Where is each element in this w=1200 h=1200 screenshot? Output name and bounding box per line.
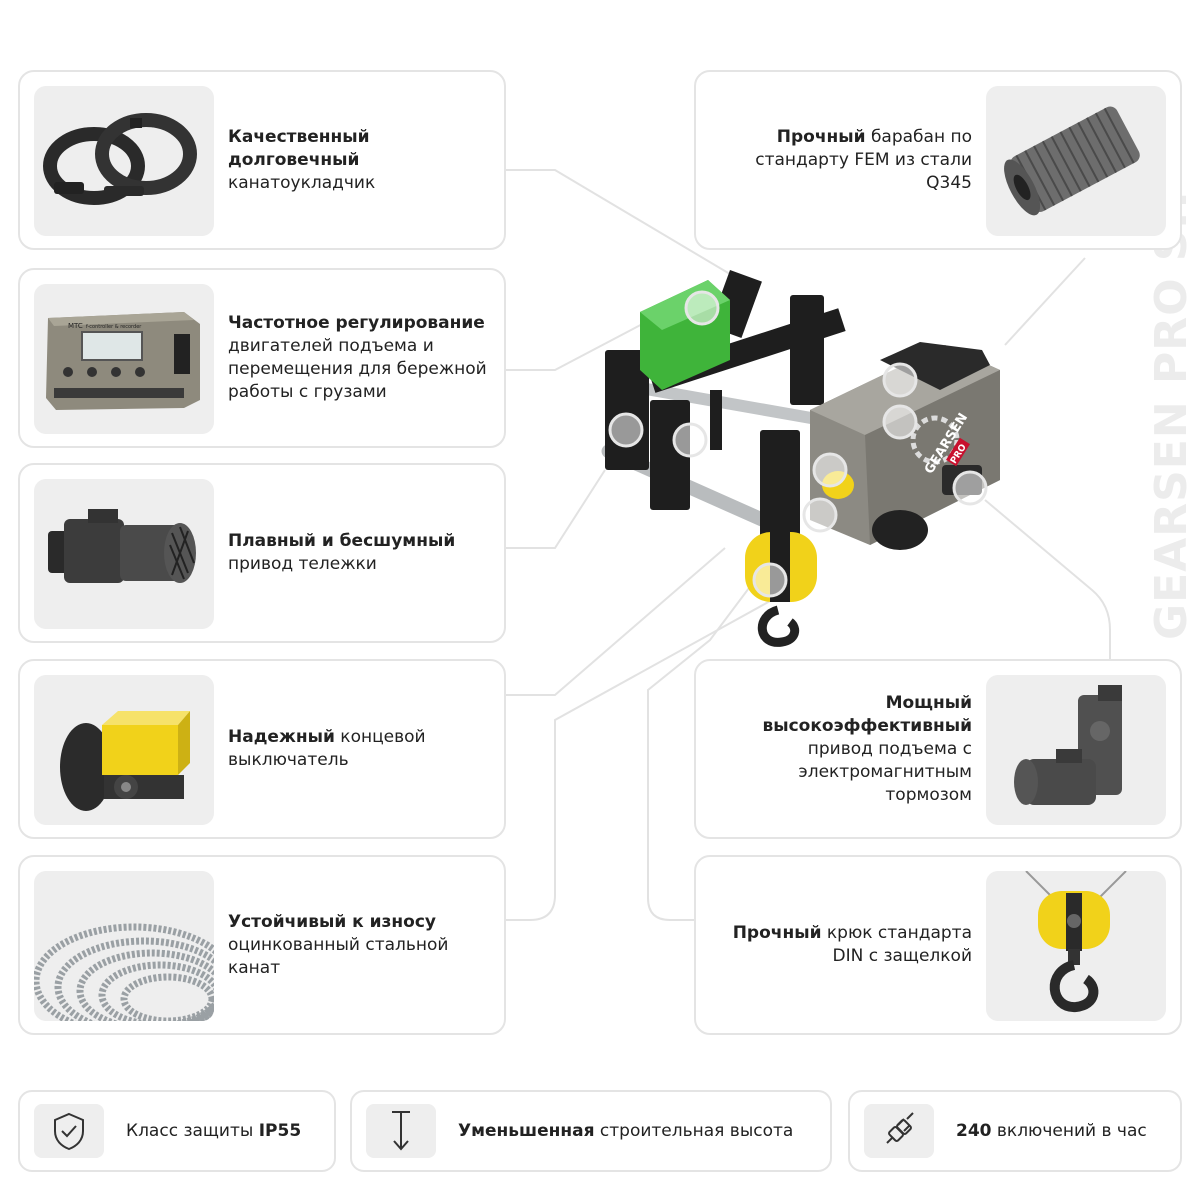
badge-text: Класс защиты IP55 [126,1121,302,1141]
steel-rope-coil-icon [34,871,214,1021]
feature-card-frequency-control: MTC f-controller & recorder Частотное ре… [18,268,506,448]
trolley-frame [605,270,846,560]
arrow-down-height-icon [366,1104,436,1158]
rope-guide-rings-icon [34,86,214,236]
feature-card-limit-switch: Надежный концевой выключатель [18,659,506,839]
shield-check-icon [34,1104,104,1158]
feature-caption: Прочный барабан по стандарту FEM из стал… [755,126,972,193]
feature-card-hook: Прочный крюк стандарта DIN с защелкой [694,855,1182,1035]
highlight-markers [608,290,988,598]
feature-caption: Плавный и бесшумный привод тележки [228,531,456,574]
badge-cycles-per-hour: 240 включений в час [848,1090,1182,1172]
rope-drum-icon [986,86,1166,236]
feature-card-hoist-drive: Мощный высокоэффективный привод подъема … [694,659,1182,839]
badge-height: Уменьшенная строительная высота [350,1090,832,1172]
feature-caption: Качественный долговечный канатоукладчик [228,126,376,193]
feature-card-rope-guide: Качественный долговечный канатоукладчик [18,70,506,250]
feature-card-rope-drum: Прочный барабан по стандарту FEM из стал… [694,70,1182,250]
feature-card-steel-rope: Устойчивый к износу оцинкованный стально… [18,855,506,1035]
feature-caption: Прочный крюк стандарта DIN с защелкой [732,923,972,966]
brand-watermark: GEARSEN PRO SH [1146,190,1197,640]
green-cover [640,280,730,390]
plug-socket-icon [864,1104,934,1158]
hoist-drive-motor-icon [986,675,1166,825]
svg-text:MTC: MTC [68,322,83,330]
badge-text: Уменьшенная строительная высота [458,1121,794,1141]
feature-caption: Устойчивый к износу оцинкованный стально… [228,911,449,978]
svg-text:f-controller & recorder: f-controller & recorder [86,324,142,330]
badge-text: 240 включений в час [956,1121,1147,1141]
feature-caption: Надежный концевой выключатель [228,727,426,770]
feature-caption: Мощный высокоэффективный привод подъема … [762,692,972,805]
frequency-controller-icon: MTC f-controller & recorder [34,284,214,434]
trolley-motor-icon [34,479,214,629]
hoist-illustration: GEARSEN PRO [601,270,1000,647]
feature-caption: Частотное регулирование двигателей подъе… [228,313,487,402]
limit-switch-icon [34,675,214,825]
feature-card-trolley-drive: Плавный и бесшумный привод тележки [18,463,506,643]
badge-protection-class: Класс защиты IP55 [18,1090,336,1172]
hook-block-icon [986,871,1166,1021]
